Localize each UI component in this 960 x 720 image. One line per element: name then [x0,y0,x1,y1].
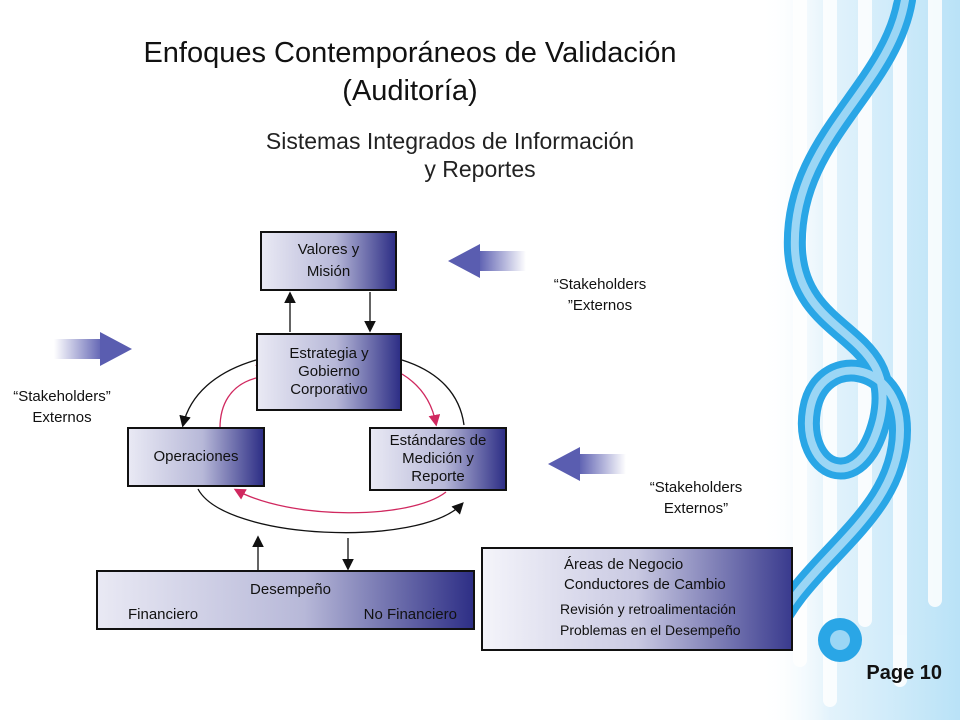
box-valores-mision: Valores y Misión [260,231,397,291]
box-label: Reporte [411,468,465,485]
title-line-1: Enfoques Contemporáneos de Validación [143,37,677,69]
box-label: Corporativo [290,381,368,398]
stakeholders-label: ”Externos [567,297,633,314]
page-number: Page 10 [866,662,942,684]
box-desempeno: Desempeño Financiero No Financiero [96,570,475,630]
legend-problemas: Problemas en el Desempeño [560,622,741,638]
title-line-2: (Auditoría) [342,75,478,107]
box-label: Estrategia y [289,345,369,362]
box-estandares: Estándares de Medición y Reporte [369,427,507,491]
stakeholders-bottom-right: “Stakeholders Externos” [626,477,766,519]
legend-conductores: Conductores de Cambio [564,576,726,593]
stakeholders-left: “Stakeholders” Externos [0,386,132,428]
subtitle-line-2: y Reportes [424,156,536,182]
box-label: Misión [306,263,351,280]
desempeno-financiero: Financiero [128,606,199,623]
desempeno-no-financiero: No Financiero [363,606,457,623]
subtitle-line-1: Sistemas Integrados de Información [265,128,635,154]
slide-subtitle: Sistemas Integrados de Información y Rep… [200,127,700,183]
legend-box: Áreas de Negocio Conductores de Cambio R… [481,547,793,651]
stakeholders-label: “Stakeholders [553,276,647,293]
stakeholders-top-right: “Stakeholders ”Externos [530,274,670,316]
box-label: Valores y [297,241,360,258]
desempeno-title: Desempeño [250,581,331,598]
stakeholder-arrow-top [448,244,526,278]
stakeholders-label: “Stakeholders [649,479,743,496]
stakeholders-label: “Stakeholders” [13,388,111,405]
box-label: Gobierno [298,363,360,380]
legend-areas: Áreas de Negocio [564,556,684,573]
box-estrategia: Estrategia y Gobierno Corporativo [256,333,402,411]
legend-revision: Revisión y retroalimentación [560,601,736,617]
box-label: Estándares de [389,432,487,449]
box-label: Operaciones [153,448,239,465]
box-operaciones: Operaciones [127,427,265,487]
slide-title: Enfoques Contemporáneos de Validación (A… [60,34,760,110]
stakeholder-arrow-bottom [548,447,626,481]
stakeholders-label: Externos” [663,500,729,517]
stakeholders-label: Externos [32,409,92,426]
stakeholder-arrow-left [54,332,132,366]
box-label: Medición y [402,450,474,467]
